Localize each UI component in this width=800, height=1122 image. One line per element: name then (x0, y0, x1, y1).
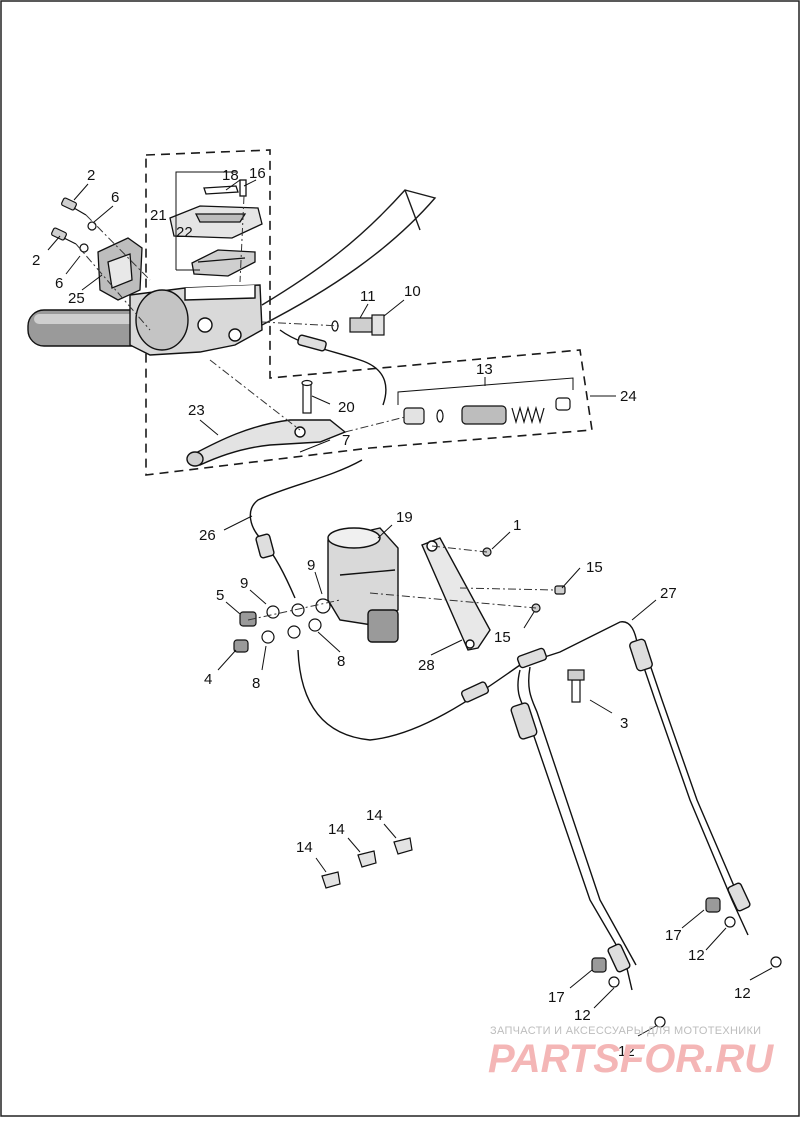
reservoir-cover (169, 179, 263, 277)
callout-1: 1 (513, 517, 521, 534)
callout-7: 7 (342, 432, 350, 449)
callout-20: 20 (338, 399, 355, 416)
hydraulic-module (327, 527, 399, 643)
callout-5: 5 (216, 587, 224, 604)
screws-and-washers (51, 197, 97, 253)
callout-leaders (47, 171, 773, 1037)
watermark-tagline: ЗАПЧАСТИ И АКСЕССУАРЫ ДЛЯ МОТОТЕХНИКИ (490, 1025, 761, 1037)
brake-lever (186, 419, 347, 467)
callout-4: 4 (204, 671, 212, 688)
bolt-3 (567, 669, 585, 703)
lower-fasteners (591, 897, 782, 1028)
callout-11: 11 (360, 288, 376, 305)
callout-28: 28 (418, 657, 435, 674)
callout-2: 2 (32, 252, 40, 269)
banjo-bolt (331, 314, 385, 336)
assembly-boundaries (145, 149, 593, 476)
callout-17: 17 (665, 927, 682, 944)
pivot-pin (301, 379, 313, 414)
callout-15: 15 (494, 629, 511, 646)
callout-14: 14 (296, 839, 313, 856)
callout-12: 12 (734, 985, 751, 1002)
handlebar (261, 189, 437, 326)
callout-12: 12 (618, 1043, 635, 1060)
callout-14: 14 (366, 807, 383, 824)
callout-8: 8 (337, 653, 345, 670)
callout-12: 12 (574, 1007, 591, 1024)
callout-24: 24 (620, 388, 637, 405)
callout-21: 21 (150, 207, 167, 224)
callout-9: 9 (307, 557, 315, 574)
watermark-logo: PARTSFOR.RU (488, 1037, 774, 1081)
brake-line-27 (297, 621, 751, 991)
callout-23: 23 (188, 402, 205, 419)
callout-14: 14 (328, 821, 345, 838)
callout-9: 9 (240, 575, 248, 592)
callout-15: 15 (586, 559, 603, 576)
callout-22: 22 (176, 224, 193, 241)
callout-labels: 2 6 2 6 25 18 16 21 22 11 10 13 24 23 20… (32, 165, 751, 1060)
switch-housing (97, 237, 143, 301)
fittings-left (233, 598, 331, 653)
callout-13: 13 (476, 361, 493, 378)
callout-2: 2 (87, 167, 95, 184)
mounting-bracket (421, 537, 491, 651)
callout-27: 27 (660, 585, 677, 602)
master-cylinder-body (129, 284, 263, 356)
explosion-lines (75, 195, 556, 621)
brake-hose-upper (279, 329, 387, 406)
callout-10: 10 (404, 283, 421, 300)
master-cylinder-assembly-box (145, 149, 593, 476)
callout-16: 16 (249, 165, 266, 182)
fasteners-mid (482, 547, 566, 613)
hose-clips (321, 837, 413, 889)
watermark: ЗАПЧАСТИ И АКСЕССУАРЫ ДЛЯ МОТОТЕХНИКИ PA… (488, 1025, 774, 1081)
callout-25: 25 (68, 290, 85, 307)
callout-12: 12 (688, 947, 705, 964)
callout-3: 3 (620, 715, 628, 732)
brake-line-26 (249, 459, 363, 599)
callout-8: 8 (252, 675, 260, 692)
callout-19: 19 (396, 509, 413, 526)
callout-6: 6 (55, 275, 63, 292)
callout-18: 18 (222, 167, 239, 184)
callout-6: 6 (111, 189, 119, 206)
hand-grip (27, 309, 149, 347)
callout-26: 26 (199, 527, 216, 544)
piston-kit (403, 397, 571, 425)
callout-17: 17 (548, 989, 565, 1006)
